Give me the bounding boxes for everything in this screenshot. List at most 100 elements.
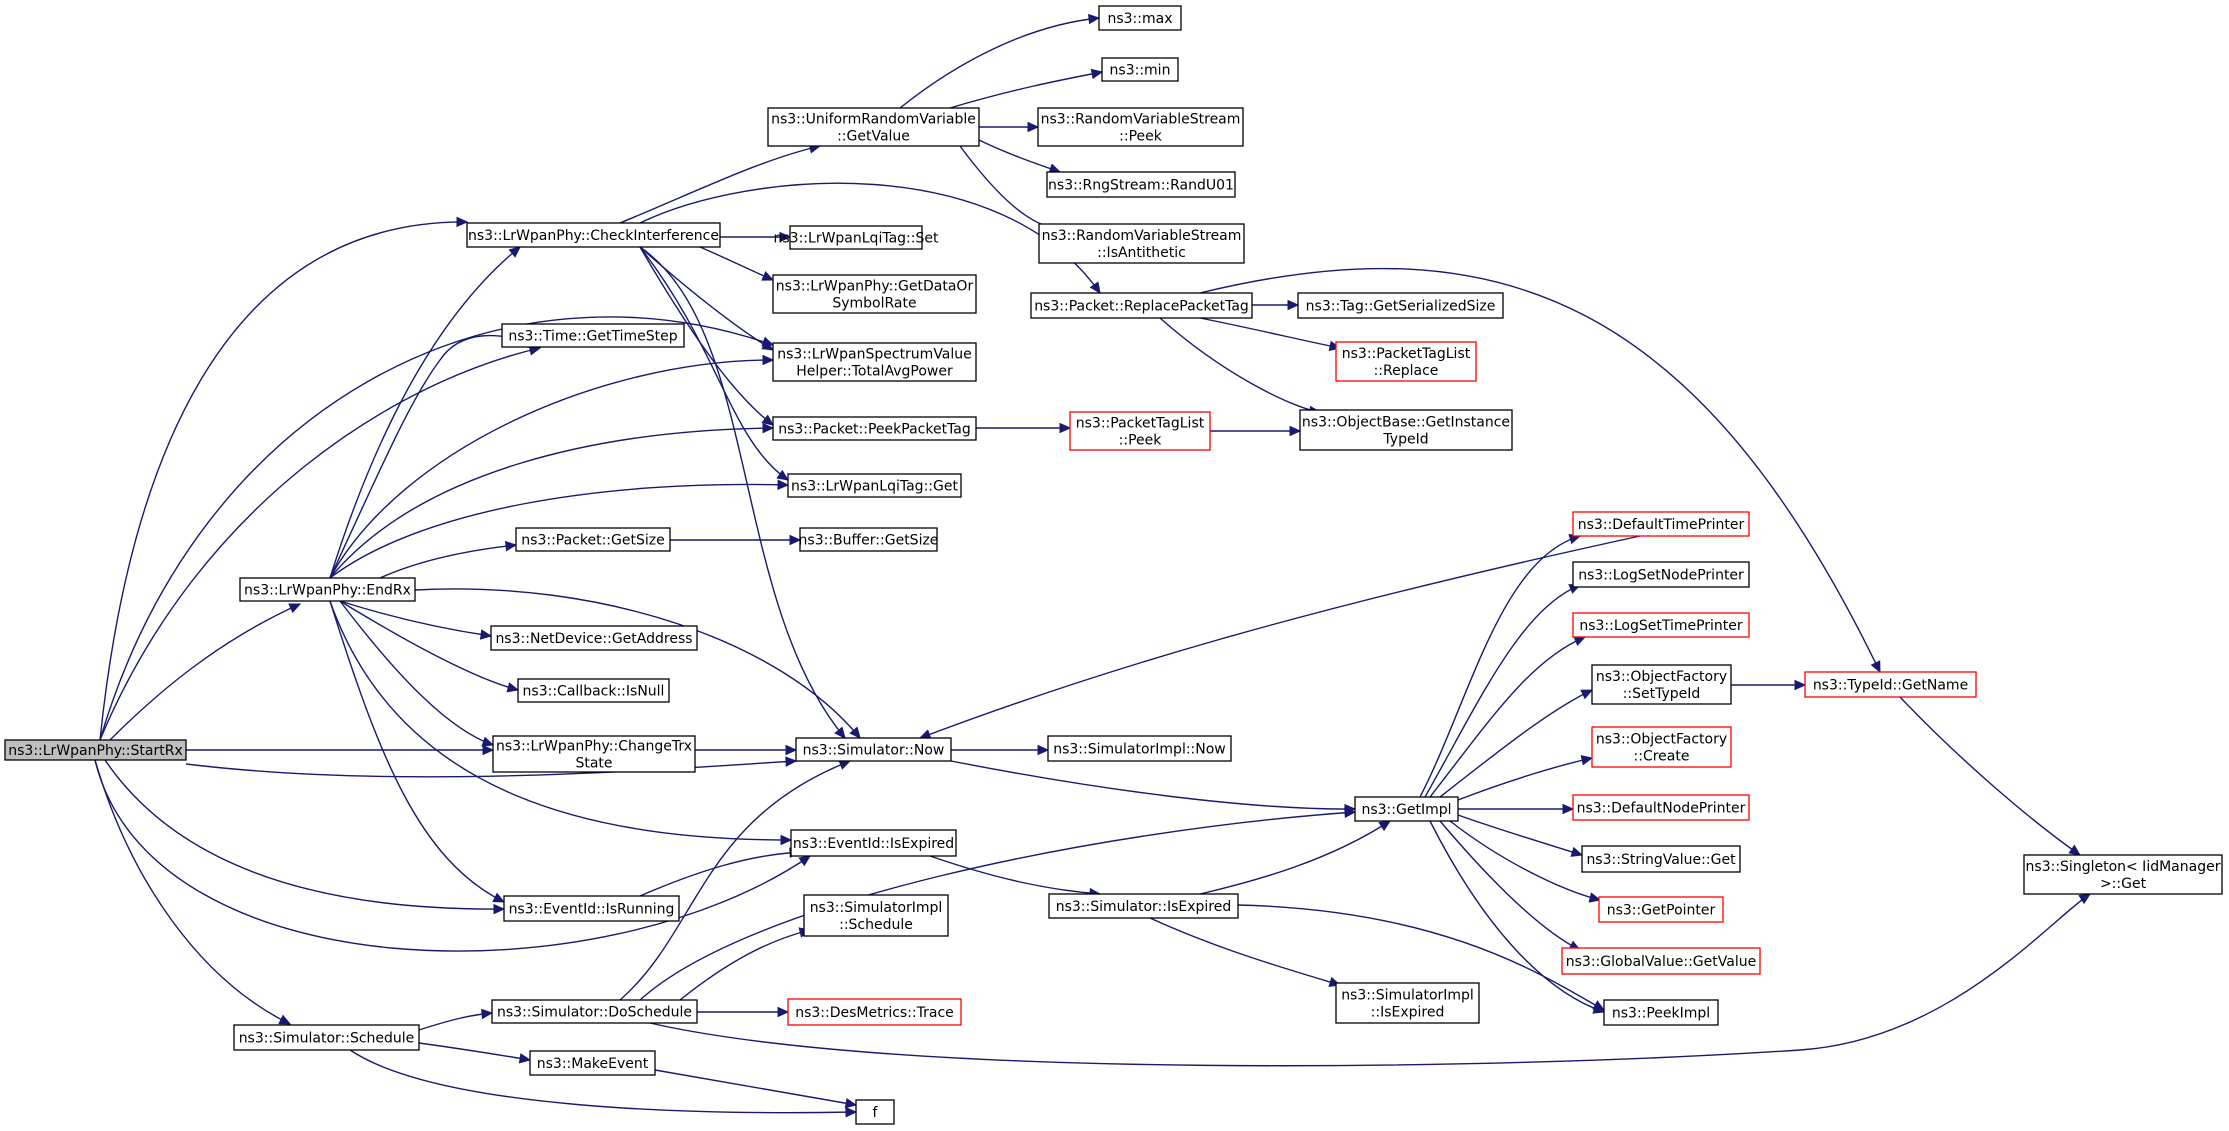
edge-simulatorisexpired-to-simulatorimplisexpired	[1149, 917, 1342, 988]
node-objectfactorysettypeid[interactable]: ns3::ObjectFactory::SetTypeId	[1591, 664, 1732, 705]
node-simulatorimplisexpired[interactable]: ns3::SimulatorImpl::IsExpired	[1335, 982, 1480, 1024]
node-box	[772, 416, 977, 441]
node-replacepackettag[interactable]: ns3::Packet::ReplacePacketTag	[1030, 292, 1253, 319]
node-checkinterference[interactable]: ns3::LrWpanPhy::CheckInterference	[466, 222, 721, 248]
node-lqitagset[interactable]: ns3::LrWpanLqiTag::Set	[774, 225, 939, 250]
edge-endrx-to-lqitagget	[329, 479, 790, 579]
node-taggetserializedsize[interactable]: ns3::Tag::GetSerializedSize	[1297, 292, 1504, 319]
node-typeidgetname[interactable]: ns3::TypeId::GetName	[1804, 671, 1977, 698]
edge-replacepackettag-to-taggetserializedsize	[1252, 299, 1300, 311]
node-isantithetic[interactable]: ns3::RandomVariableStream::IsAntithetic	[1038, 223, 1245, 264]
node-stringvalueget[interactable]: ns3::StringValue::Get	[1581, 845, 1741, 873]
node-box	[492, 735, 696, 773]
edge-startrx-to-timegettimestep	[99, 345, 542, 741]
node-box	[787, 998, 962, 1026]
edge-getimpl-to-logsettimeprinter	[1429, 636, 1587, 798]
node-logsettimeprinter[interactable]: ns3::LogSetTimePrinter	[1572, 612, 1750, 638]
edge-doschedule-to-getimpl	[639, 807, 1357, 1001]
node-box	[517, 678, 670, 703]
node-totalavgpower[interactable]: ns3::LrWpanSpectrumValueHelper::TotalAvg…	[772, 342, 977, 382]
node-peekimpl[interactable]: ns3::PeekImpl	[1603, 999, 1719, 1026]
edge-doschedule-to-desmetricstrace	[697, 1006, 790, 1018]
node-timegettimestep[interactable]: ns3::Time::GetTimeStep	[501, 323, 685, 348]
node-simulatorimplschedule[interactable]: ns3::SimulatorImpl::Schedule	[803, 894, 949, 937]
edge-defaulttimeprinter-to-simulatornow	[918, 535, 1641, 740]
node-label: ns3::Simulator::DoSchedule	[497, 1005, 692, 1021]
edge-endrx-to-changetrxstate	[339, 600, 495, 747]
node-peekpackettag[interactable]: ns3::Packet::PeekPacketTag	[772, 416, 977, 441]
node-callbackisnull[interactable]: ns3::Callback::IsNull	[517, 678, 670, 703]
node-eventidisexpired[interactable]: ns3::EventId::IsExpired	[790, 829, 957, 857]
node-schedule[interactable]: ns3::Simulator::Schedule	[233, 1024, 420, 1051]
node-label: ::Peek	[1119, 129, 1163, 145]
node-getpointer[interactable]: ns3::GetPointer	[1598, 896, 1724, 923]
node-box	[1572, 794, 1750, 821]
node-label: ns3::PacketTagList	[1342, 346, 1471, 362]
node-box	[466, 222, 721, 248]
node-netdevicegetaddress[interactable]: ns3::NetDevice::GetAddress	[490, 625, 698, 651]
node-startrx[interactable]: ns3::LrWpanPhy::StartRx	[4, 739, 187, 761]
node-box	[803, 894, 949, 937]
node-objectfactorycreate[interactable]: ns3::ObjectFactory::Create	[1591, 726, 1732, 768]
node-packettaglistreplace[interactable]: ns3::PacketTagList::Replace	[1335, 341, 1477, 382]
node-label: ns3::Simulator::IsExpired	[1056, 899, 1232, 915]
edge-endrx-to-timegettimestep	[329, 334, 542, 579]
node-box	[233, 1024, 420, 1051]
node-randu01[interactable]: ns3::RngStream::RandU01	[1046, 171, 1236, 198]
node-label: ns3::ObjectFactory	[1596, 732, 1727, 748]
node-box	[491, 999, 698, 1024]
node-singletonget[interactable]: ns3::Singleton< IidManager>::Get	[2023, 854, 2223, 895]
node-buffergetsize[interactable]: ns3::Buffer::GetSize	[799, 527, 939, 552]
node-box	[1591, 726, 1732, 768]
node-min[interactable]: ns3::min	[1101, 57, 1179, 82]
node-box	[1598, 896, 1724, 923]
node-label: ::SetTypeId	[1623, 686, 1701, 702]
node-defaulttimeprinter[interactable]: ns3::DefaultTimePrinter	[1572, 511, 1750, 537]
node-box	[787, 473, 962, 498]
edge-simulatorisexpired-to-getimpl	[1199, 820, 1392, 895]
node-logsetnodeprinter[interactable]: ns3::LogSetNodePrinter	[1572, 561, 1750, 588]
node-label: ::GetValue	[837, 129, 910, 145]
node-uniformgetvalue[interactable]: ns3::UniformRandomVariable::GetValue	[767, 107, 980, 147]
node-endrx[interactable]: ns3::LrWpanPhy::EndRx	[239, 577, 416, 602]
edge-doschedule-to-simulatornow	[619, 759, 852, 1001]
node-simulatornow[interactable]: ns3::Simulator::Now	[795, 737, 952, 762]
node-lqitagget[interactable]: ns3::LrWpanLqiTag::Get	[787, 473, 962, 498]
edge-doschedule-to-singletonget	[649, 893, 2092, 1067]
node-box	[4, 739, 187, 761]
node-getimpl[interactable]: ns3::GetImpl	[1354, 796, 1459, 822]
node-label: ns3::SimulatorImpl::Now	[1053, 742, 1226, 758]
node-label: ns3::RandomVariableStream	[1041, 112, 1241, 128]
node-label: ns3::RngStream::RandU01	[1048, 178, 1234, 194]
node-defaultnodeprinter[interactable]: ns3::DefaultNodePrinter	[1572, 794, 1750, 821]
edge-startrx-to-schedule	[94, 759, 292, 1025]
node-desmetricstrace[interactable]: ns3::DesMetrics::Trace	[787, 998, 962, 1026]
node-box	[799, 527, 938, 552]
node-max[interactable]: ns3::max	[1098, 5, 1182, 31]
node-label: ::IsExpired	[1371, 1005, 1445, 1021]
node-label: ns3::GetPointer	[1607, 903, 1716, 919]
node-box	[855, 1099, 895, 1125]
node-label: ns3::EventId::IsRunning	[509, 902, 675, 918]
node-f[interactable]: f	[855, 1099, 895, 1125]
node-makeevent[interactable]: ns3::MakeEvent	[529, 1050, 656, 1076]
node-box	[1804, 671, 1977, 698]
node-packetgetsize[interactable]: ns3::Packet::GetSize	[515, 527, 671, 552]
node-box	[1030, 292, 1253, 319]
node-rvspeek[interactable]: ns3::RandomVariableStream::Peek	[1037, 107, 1244, 147]
node-simulatorimplnow[interactable]: ns3::SimulatorImpl::Now	[1047, 735, 1232, 762]
node-label: ns3::DefaultTimePrinter	[1578, 517, 1745, 533]
node-box	[790, 829, 957, 857]
node-label: ns3::StringValue::Get	[1586, 852, 1736, 868]
node-simulatorisexpired[interactable]: ns3::Simulator::IsExpired	[1048, 893, 1239, 919]
node-eventidisrunning[interactable]: ns3::EventId::IsRunning	[503, 895, 680, 922]
node-label: SymbolRate	[832, 296, 916, 312]
edge-startrx-to-changetrxstate	[186, 744, 495, 756]
node-globalvaluegetvalue[interactable]: ns3::GlobalValue::GetValue	[1561, 947, 1761, 975]
node-packettaglistpeek[interactable]: ns3::PacketTagList::Peek	[1069, 411, 1211, 451]
node-doschedule[interactable]: ns3::Simulator::DoSchedule	[491, 999, 698, 1024]
